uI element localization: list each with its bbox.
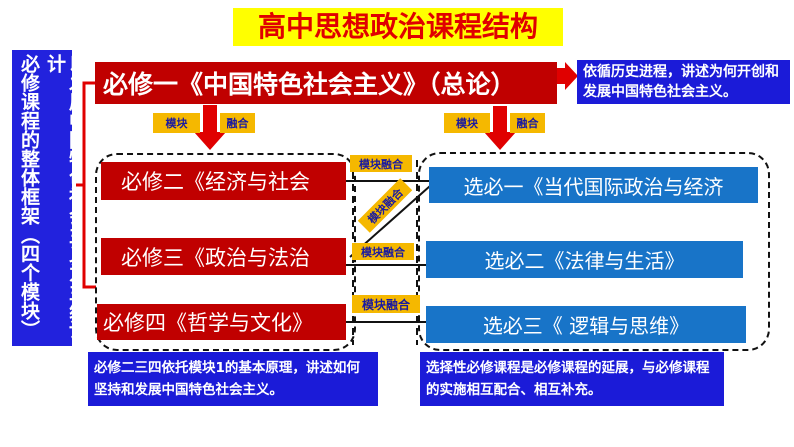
framework-label-panel: 必修课程的整体框架（四个模块） 以发展中国特色社会主义为主线设计 bbox=[12, 50, 88, 346]
module-elective-3: 选必三《 逻辑与思维》 bbox=[426, 306, 746, 343]
arrow-tag: 模块 bbox=[444, 113, 490, 133]
note-compulsory-2-4: 必修二三四依托模块1的基本原理，讲述如何坚持和发展中国特色社会主义。 bbox=[88, 352, 378, 406]
framework-label-left: 必修课程的整体框架（四个模块） bbox=[18, 54, 40, 339]
elective-group bbox=[418, 152, 770, 351]
arrow-down-icon bbox=[484, 106, 516, 150]
bracket bbox=[76, 81, 96, 289]
arrow-tag: 模块 bbox=[153, 113, 200, 133]
module-compulsory-3: 必修三《政治与法治 bbox=[101, 238, 346, 275]
page-title: 高中思想政治课程结构 bbox=[233, 8, 563, 46]
module-compulsory-2: 必修二《经济与社会 bbox=[101, 162, 346, 200]
module-elective-1: 选必一《当代国际政治与经济 bbox=[429, 167, 758, 203]
module-compulsory-1: 必修一《中国特色社会主义》（总论） bbox=[95, 62, 557, 104]
link-tag: 模块融合 bbox=[352, 243, 414, 260]
arrow-down-icon bbox=[194, 105, 226, 150]
module-compulsory-4: 必修四《哲学与文化》 bbox=[97, 304, 346, 340]
link-tag: 模块融合 bbox=[352, 295, 420, 313]
arrow-tag: 融合 bbox=[220, 113, 255, 133]
note-compulsory-1: 依循历史进程，讲述为何开创和发展中国特色社会主义。 bbox=[577, 60, 790, 104]
link-tag: 模块融合 bbox=[350, 155, 412, 172]
module-elective-2: 选必二《法律与生活》 bbox=[426, 241, 743, 278]
arrow-tag: 融合 bbox=[510, 113, 545, 133]
note-elective: 选择性必修课程是必修课程的延展，与必修课程的实施相互配合、相互补充。 bbox=[420, 352, 724, 406]
